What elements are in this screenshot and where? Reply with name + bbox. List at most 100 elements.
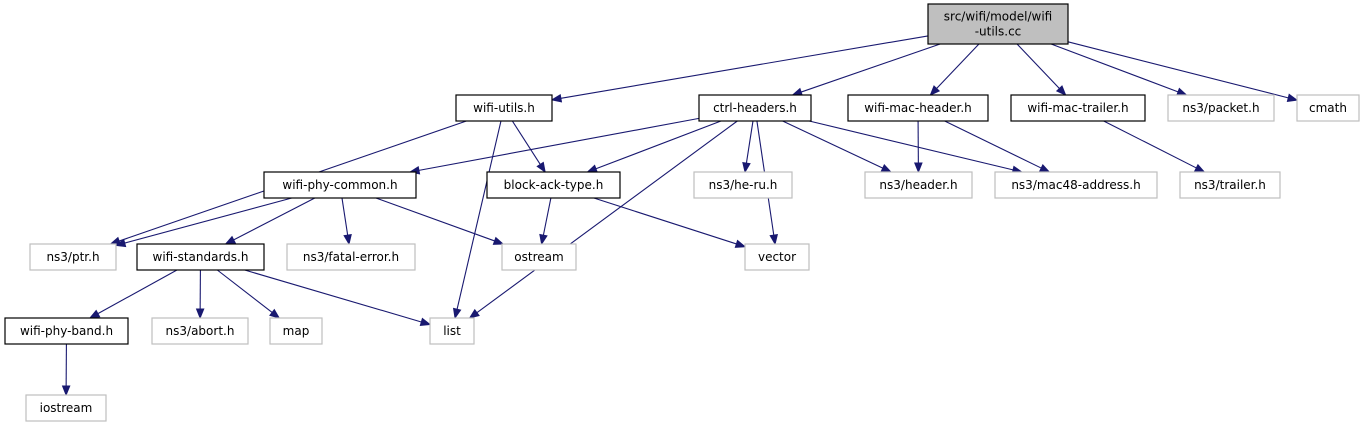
node-ns3-packet-h: ns3/packet.h — [1167, 94, 1275, 122]
node-box — [1296, 94, 1360, 122]
edge-block-ack-type-h-to-vector — [593, 197, 747, 248]
node-ns3-trailer-h: ns3/trailer.h — [1179, 171, 1281, 199]
edge-wifi-mac-header-h-to-ns3-header-h — [914, 120, 923, 174]
arrowhead — [1038, 163, 1051, 173]
node-ns3-abort-h: ns3/abort.h — [151, 317, 249, 345]
arrowhead — [550, 93, 563, 103]
node-box — [1167, 94, 1275, 122]
arrowhead — [269, 308, 281, 319]
node-wifi-mac-header-h[interactable]: wifi-mac-header.h — [847, 94, 989, 122]
node-box — [698, 94, 812, 122]
node-label: vector — [758, 250, 796, 264]
node-label: wifi-mac-header.h — [864, 101, 972, 115]
arrowhead — [452, 307, 462, 320]
edge-wifi-phy-common-h-to-ostream — [375, 197, 505, 245]
arrowhead — [1193, 163, 1206, 173]
arrowhead — [914, 162, 923, 174]
node-box — [927, 3, 1069, 45]
node-box — [501, 243, 577, 271]
arrowhead — [742, 161, 751, 174]
arrowhead — [61, 385, 71, 397]
edge-root-to-wifi-mac-trailer-h — [1016, 43, 1067, 96]
edge-wifi-phy-common-h-to-ns3-fatal-error-h — [341, 197, 352, 246]
node-root[interactable]: src/wifi/model/wifi-utils.cc — [927, 3, 1069, 45]
arrowhead — [492, 236, 505, 245]
node-wifi-phy-band-h[interactable]: wifi-phy-band.h — [4, 317, 129, 345]
node-wifi-utils-h[interactable]: wifi-utils.h — [455, 94, 553, 122]
node-box — [263, 171, 417, 199]
node-label: ns3/ptr.h — [46, 250, 99, 264]
node-label: ctrl-headers.h — [713, 101, 797, 115]
arrowhead — [734, 239, 747, 248]
node-label: src/wifi/model/wifi — [944, 10, 1052, 24]
arrowhead — [880, 164, 893, 173]
edge-wifi-mac-trailer-h-to-ns3-trailer-h — [1103, 120, 1206, 173]
node-label: wifi-phy-common.h — [282, 178, 397, 192]
edge-wifi-utils-h-to-block-ack-type-h — [511, 120, 546, 174]
node-label: ns3/trailer.h — [1194, 178, 1266, 192]
edges-layer — [61, 35, 1299, 397]
edge-root-to-ns3-packet-h — [1050, 43, 1188, 96]
node-box — [25, 394, 107, 422]
node-ns3-he-ru-h: ns3/he-ru.h — [693, 171, 793, 199]
arrowhead — [539, 233, 548, 246]
node-label: ns3/he-ru.h — [709, 178, 778, 192]
node-label: ostream — [514, 250, 563, 264]
node-box — [455, 94, 553, 122]
node-label: cmath — [1309, 101, 1347, 115]
node-iostream: iostream — [25, 394, 107, 422]
node-wifi-phy-common-h[interactable]: wifi-phy-common.h — [263, 171, 417, 199]
edge-wifi-utils-h-to-list — [452, 120, 502, 320]
node-box — [151, 317, 249, 345]
node-label: ns3/fatal-error.h — [303, 250, 399, 264]
node-label: list — [443, 324, 461, 338]
node-label: iostream — [40, 401, 93, 415]
node-wifi-mac-trailer-h[interactable]: wifi-mac-trailer.h — [1010, 94, 1146, 122]
edge-ctrl-headers-h-to-ns3-header-h — [782, 120, 893, 173]
node-box — [1179, 171, 1281, 199]
node-wifi-standards-h[interactable]: wifi-standards.h — [136, 243, 265, 271]
arrowhead — [1286, 93, 1299, 102]
node-ns3-header-h: ns3/header.h — [864, 171, 973, 199]
node-ns3-mac48-address-h: ns3/mac48-address.h — [994, 171, 1158, 199]
arrowhead — [195, 308, 205, 320]
node-box — [269, 317, 323, 345]
arrowhead — [769, 233, 778, 246]
edge-root-to-wifi-mac-header-h — [929, 43, 980, 96]
arrowhead — [1055, 85, 1067, 96]
node-label: map — [283, 324, 310, 338]
node-label: ns3/header.h — [879, 178, 957, 192]
node-ostream: ostream — [501, 243, 577, 271]
node-box — [4, 317, 129, 345]
node-label: -utils.cc — [975, 25, 1022, 39]
edge-ctrl-headers-h-to-block-ack-type-h — [586, 120, 722, 173]
node-label: ns3/abort.h — [166, 324, 235, 338]
node-label: wifi-mac-trailer.h — [1027, 101, 1128, 115]
arrowhead — [1176, 87, 1188, 96]
arrowhead — [343, 233, 352, 246]
node-box — [136, 243, 265, 271]
node-label: ns3/mac48-address.h — [1011, 178, 1140, 192]
edge-root-to-wifi-utils-h — [550, 35, 929, 103]
edge-wifi-phy-common-h-to-ns3-ptr-h — [114, 197, 292, 248]
node-box — [744, 243, 810, 271]
edge-wifi-standards-h-to-ns3-abort-h — [195, 269, 205, 320]
edge-root-to-cmath — [1067, 41, 1299, 102]
node-label: wifi-phy-band.h — [20, 324, 113, 338]
node-vector: vector — [744, 243, 810, 271]
node-block-ack-type-h[interactable]: block-ack-type.h — [486, 171, 621, 199]
arrowhead — [468, 308, 480, 319]
node-ctrl-headers-h[interactable]: ctrl-headers.h — [698, 94, 812, 122]
arrowhead — [88, 309, 101, 319]
edge-ctrl-headers-h-to-ns3-he-ru-h — [742, 120, 754, 174]
node-box — [847, 94, 989, 122]
node-map: map — [269, 317, 323, 345]
arrowhead — [929, 85, 941, 96]
edge-wifi-mac-header-h-to-ns3-mac48-address-h — [944, 120, 1051, 173]
edge-wifi-standards-h-to-map — [216, 269, 281, 319]
node-box — [486, 171, 621, 199]
edge-wifi-standards-h-to-wifi-phy-band-h — [88, 269, 178, 319]
edge-wifi-standards-h-to-list — [244, 269, 432, 327]
edge-wifi-phy-common-h-to-wifi-standards-h — [224, 197, 316, 245]
